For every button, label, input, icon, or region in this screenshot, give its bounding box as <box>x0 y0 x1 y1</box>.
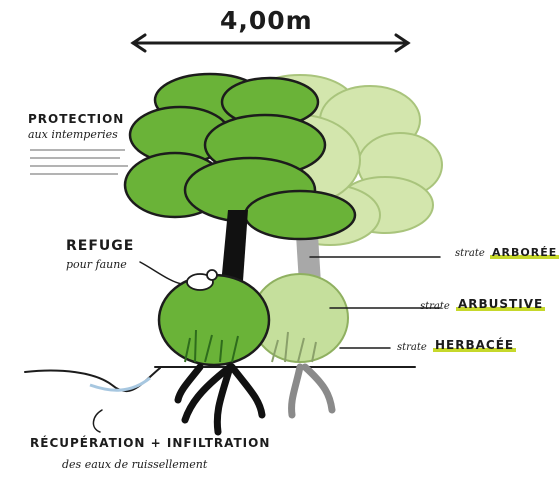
strate-arbustive-label: ARBUSTIVE <box>458 297 544 311</box>
bird-icon <box>186 269 218 291</box>
refuge-subtitle: pour faune <box>66 258 127 271</box>
background-roots <box>288 363 336 419</box>
leader-lines <box>92 256 441 433</box>
main-roots <box>174 363 266 436</box>
shrub-dark <box>157 273 271 367</box>
water-runoff <box>89 376 151 392</box>
protection-subtitle: aux intemperies <box>28 128 118 141</box>
strate-word-arboree: strate <box>455 248 485 259</box>
herbaceous-grass <box>184 329 317 363</box>
main-tree-trunk <box>220 210 248 295</box>
recuperation-subtitle: des eaux de ruissellement <box>62 458 208 471</box>
strate-arboree-label: ARBORÉE <box>492 246 558 259</box>
refuge-title: REFUGE <box>66 238 135 254</box>
recuperation-title: RÉCUPÉRATION + INFILTRATION <box>30 436 271 450</box>
strate-word-herbacee: strate <box>397 342 427 353</box>
protection-lines <box>30 149 128 175</box>
dimension-label: 4,00m <box>220 6 313 35</box>
dimension-arrow <box>130 33 411 53</box>
main-tree-crown <box>123 72 357 241</box>
strate-herbacee-label: HERBACÉE <box>435 338 515 352</box>
protection-title: PROTECTION <box>28 112 125 126</box>
strate-word-arbustive: strate <box>420 301 450 312</box>
